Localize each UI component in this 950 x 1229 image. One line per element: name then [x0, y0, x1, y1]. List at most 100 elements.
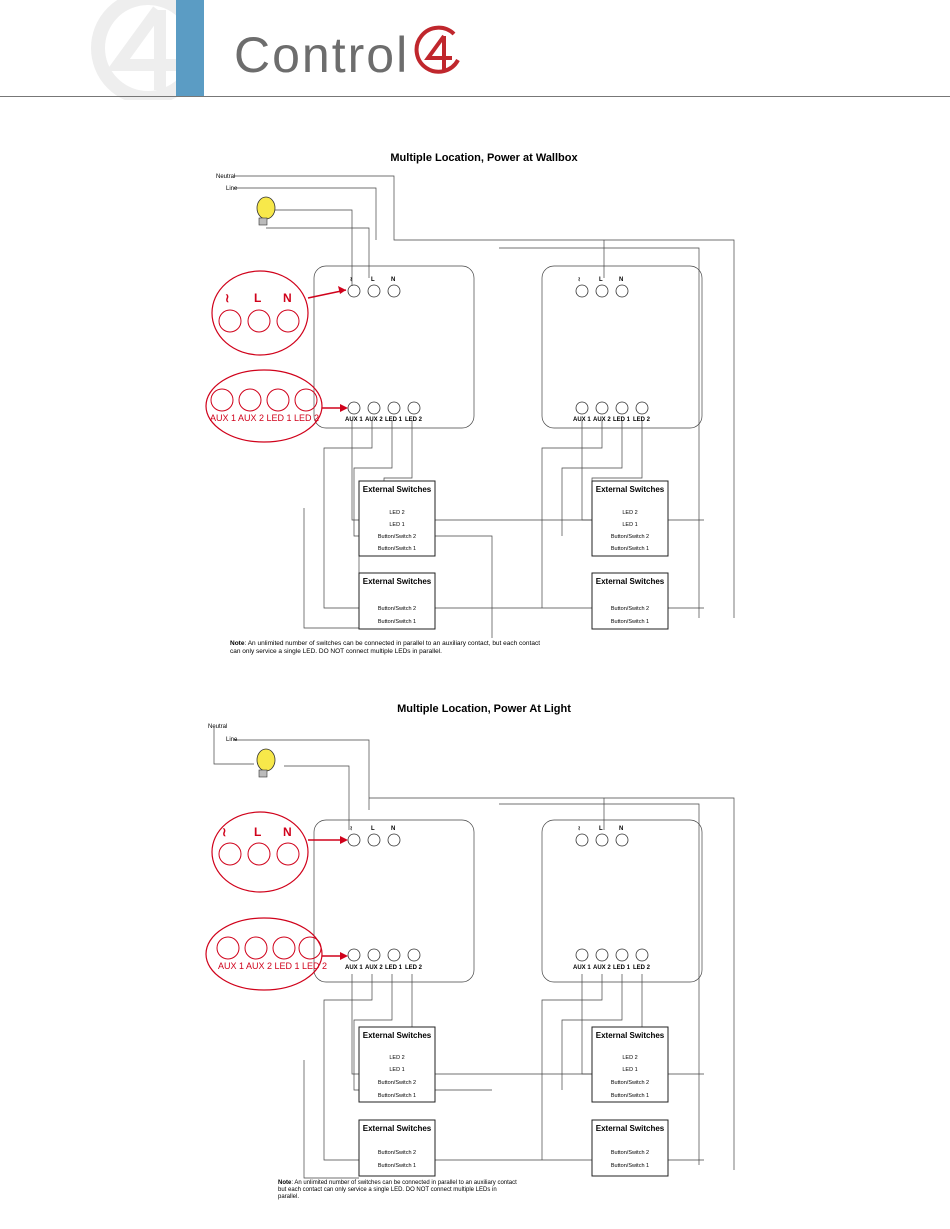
terminal-neutral-label: N	[391, 277, 395, 283]
box-line: Button/Switch 2	[378, 1150, 416, 1156]
terminal-led2-label: LED 2	[405, 965, 423, 971]
box-line: Button/Switch 2	[378, 606, 416, 612]
callout-bottom-label: AUX 1 AUX 2 LED 1 LED 2	[218, 961, 327, 971]
terminal-aux2-label: AUX 2	[365, 417, 383, 423]
box-line: LED 1	[389, 522, 404, 528]
box-title: External Switches	[363, 1124, 432, 1133]
wiring-schematic: Neutral Line ≀ L N AUX 1 AUX 2 LED 1 LED…	[205, 724, 735, 1179]
box-title: External Switches	[596, 485, 665, 494]
external-switch-box	[358, 1119, 436, 1177]
external-switch-box	[358, 572, 436, 630]
terminal-load-label: ≀	[578, 826, 580, 832]
line-label: Line	[226, 737, 238, 743]
box-title: External Switches	[363, 1031, 432, 1040]
terminal-led1-label: LED 1	[385, 417, 403, 423]
box-line: Button/Switch 2	[611, 606, 649, 612]
terminal-aux1-label: AUX 1	[345, 417, 363, 423]
control4-logo-icon	[414, 25, 460, 74]
terminal-callout-top: ≀ L N	[211, 270, 347, 356]
terminal-load-label: ≀	[350, 826, 352, 832]
box-line: Button/Switch 1	[378, 1163, 416, 1169]
terminal-led2-label: LED 2	[633, 417, 651, 423]
line-label: Line	[226, 186, 238, 192]
terminal-led2-label: LED 2	[405, 417, 423, 423]
terminal-line-label: L	[371, 277, 375, 283]
box-line: Button/Switch 2	[611, 534, 649, 540]
callout-neutral-label: N	[283, 291, 292, 305]
diagram-note: Note: An unlimited number of switches ca…	[230, 640, 550, 656]
box-line: Button/Switch 2	[611, 1150, 649, 1156]
box-line: LED 1	[389, 1067, 404, 1073]
box-line: LED 2	[622, 510, 637, 516]
callout-neutral-label: N	[283, 825, 292, 839]
box-title: External Switches	[596, 577, 665, 586]
box-title: External Switches	[363, 485, 432, 494]
external-switch-box	[591, 1119, 669, 1177]
header-accent-bar	[176, 0, 204, 96]
wiring-diagram-wallbox: Multiple Location, Power at Wallbox	[204, 148, 744, 663]
ghost-four-icon	[91, 0, 198, 100]
box-line: Button/Switch 1	[611, 1163, 649, 1169]
box-line: Button/Switch 1	[378, 546, 416, 552]
box-line: Button/Switch 2	[378, 1080, 416, 1086]
box-line: Button/Switch 2	[378, 534, 416, 540]
external-switch-box	[591, 480, 669, 557]
neutral-label: Neutral	[208, 724, 227, 730]
box-line: Button/Switch 2	[611, 1080, 649, 1086]
note-text: : An unlimited number of switches can be…	[230, 640, 541, 655]
callout-line-label: L	[254, 291, 261, 305]
box-line: Button/Switch 1	[378, 1093, 416, 1099]
page-header: Control	[0, 0, 950, 100]
wiring-schematic: Neutral Line ≀ L N AUX 1 AUX 2 LED 1 LED…	[205, 174, 735, 638]
terminal-aux1-label: AUX 1	[573, 965, 591, 971]
terminal-aux1-label: AUX 1	[573, 417, 591, 423]
box-line: LED 1	[622, 1067, 637, 1073]
note-label: Note	[278, 1180, 292, 1186]
box-line: LED 2	[622, 1055, 637, 1061]
terminal-load-label: ≀	[350, 277, 352, 283]
terminal-neutral-label: N	[619, 826, 623, 832]
light-bulb-icon	[256, 196, 276, 226]
terminal-callout-bottom: AUX 1 AUX 2 LED 1 LED 2	[205, 369, 348, 443]
terminal-aux2-label: AUX 2	[593, 417, 611, 423]
terminal-aux2-label: AUX 2	[365, 965, 383, 971]
external-switch-box	[591, 1026, 669, 1103]
terminal-line-label: L	[371, 826, 375, 832]
terminal-aux2-label: AUX 2	[593, 965, 611, 971]
terminal-led1-label: LED 1	[613, 965, 631, 971]
external-switch-box	[358, 480, 436, 557]
diagram-title: Multiple Location, Power At Light	[397, 703, 571, 715]
terminal-line-label: L	[599, 826, 603, 832]
note-label: Note	[230, 640, 245, 647]
diagram-title: Multiple Location, Power at Wallbox	[390, 152, 578, 164]
terminal-led2-label: LED 2	[633, 965, 651, 971]
terminal-load-label: ≀	[578, 277, 580, 283]
box-line: Button/Switch 1	[611, 619, 649, 625]
terminal-line-label: L	[599, 277, 603, 283]
callout-load-label: ≀	[222, 825, 227, 839]
callout-line-label: L	[254, 825, 261, 839]
box-line: LED 2	[389, 510, 404, 516]
neutral-label: Neutral	[216, 174, 235, 180]
terminal-neutral-label: N	[619, 277, 623, 283]
terminal-aux1-label: AUX 1	[345, 965, 363, 971]
box-title: External Switches	[363, 577, 432, 586]
terminal-neutral-label: N	[391, 826, 395, 832]
box-line: Button/Switch 1	[611, 1093, 649, 1099]
box-line: LED 2	[389, 1055, 404, 1061]
box-title: External Switches	[596, 1031, 665, 1040]
diagram-note: Note: An unlimited number of switches ca…	[278, 1180, 518, 1201]
box-line: Button/Switch 1	[378, 619, 416, 625]
terminal-led1-label: LED 1	[385, 965, 403, 971]
wiring-diagram-light: Multiple Location, Power At Light Neutra	[204, 700, 744, 1210]
terminal-callout-bottom: AUX 1 AUX 2 LED 1 LED 2	[205, 917, 348, 991]
brand-logo-text: Control	[234, 27, 410, 83]
callout-bottom-label: AUX 1 AUX 2 LED 1 LED 2	[210, 413, 319, 423]
terminal-led1-label: LED 1	[613, 417, 631, 423]
box-title: External Switches	[596, 1124, 665, 1133]
note-text: : An unlimited number of switches can be…	[278, 1180, 517, 1200]
external-switch-box	[591, 572, 669, 630]
callout-load-label: ≀	[225, 291, 230, 305]
header-divider	[0, 96, 950, 97]
terminal-callout-top: ≀ L N	[211, 811, 348, 893]
